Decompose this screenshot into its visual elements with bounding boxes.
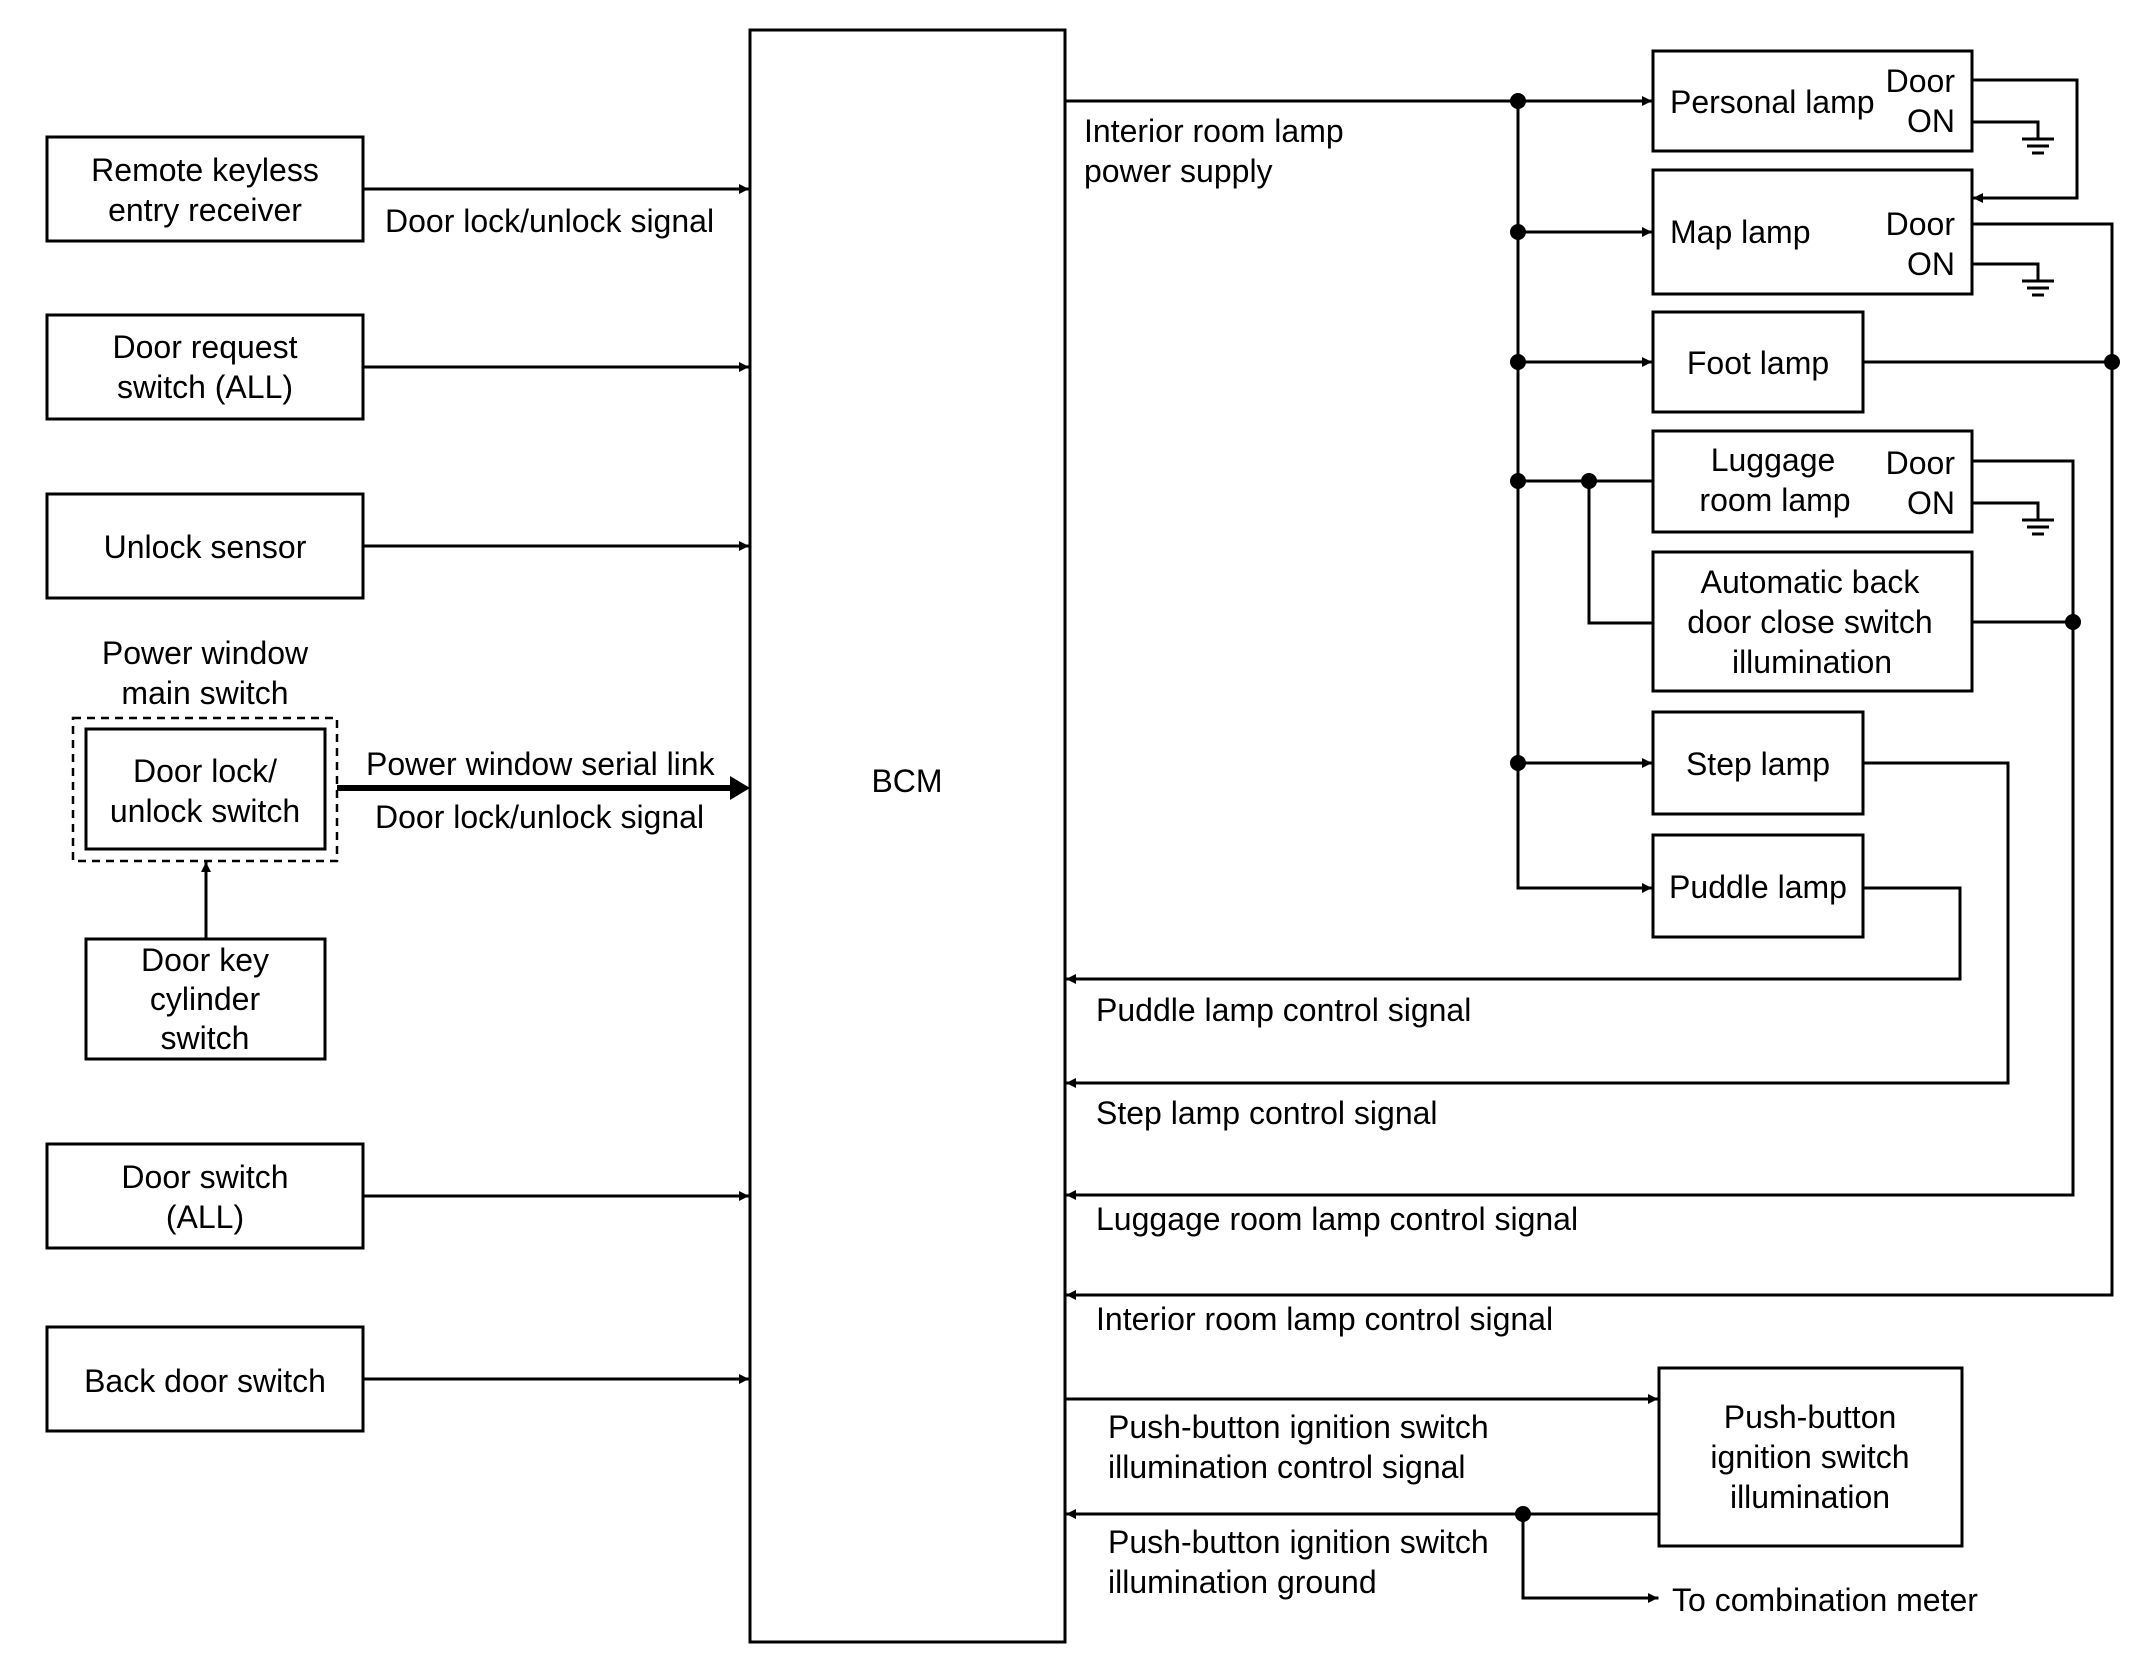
personal-lamp-box bbox=[1651, 49, 1974, 153]
door-switch-label-1: Door switch bbox=[121, 1159, 288, 1195]
map-ground-symbol bbox=[2022, 279, 2054, 297]
push-illum-ground-label-2: illumination ground bbox=[1108, 1564, 1377, 1600]
door-key-cylinder-label-1: Door key bbox=[141, 942, 269, 978]
push-illum-control-label-1: Push-button ignition switch bbox=[1108, 1409, 1489, 1445]
unlock-sensor-label: Unlock sensor bbox=[104, 529, 307, 565]
power-window-serial-link-label: Power window serial link bbox=[366, 746, 716, 782]
interior-supply-label-2: power supply bbox=[1084, 153, 1273, 189]
push-button-ignition-switch-illumination-box bbox=[1657, 1366, 1964, 1548]
auto-back-door-label-3: illumination bbox=[1732, 644, 1892, 680]
map-door-wire bbox=[1970, 222, 2114, 1297]
door-request-label-2: switch (ALL) bbox=[117, 369, 293, 405]
personal-on-ground-wire bbox=[1970, 120, 2040, 140]
auto-back-door-label-1: Automatic back bbox=[1701, 564, 1921, 600]
luggage-room-lamp-box bbox=[1651, 429, 1974, 534]
map-lamp-label: Map lamp bbox=[1670, 214, 1811, 250]
luggage-control-label: Luggage room lamp control signal bbox=[1096, 1201, 1578, 1237]
auto-back-door-label-2: door close switch bbox=[1687, 604, 1932, 640]
to-combination-meter-wire bbox=[1521, 1512, 1659, 1603]
step-lamp-box bbox=[1651, 710, 1865, 816]
luggage-on-label: ON bbox=[1907, 485, 1955, 521]
interior-supply-label-1: Interior room lamp bbox=[1084, 113, 1344, 149]
push-button-label-2: ignition switch bbox=[1710, 1439, 1909, 1475]
push-button-label-1: Push-button bbox=[1724, 1399, 1897, 1435]
personal-on-label: ON bbox=[1907, 103, 1955, 139]
to-combination-meter-label: To combination meter bbox=[1672, 1582, 1978, 1618]
luggage-lamp-label-2: room lamp bbox=[1699, 482, 1850, 518]
door-lock-switch-label-1: Door lock/ bbox=[133, 753, 277, 789]
personal-lamp-label: Personal lamp bbox=[1670, 84, 1875, 120]
luggage-lamp-label-1: Luggage bbox=[1711, 442, 1836, 478]
unlock-sensor-box bbox=[45, 492, 365, 600]
luggage-ground-symbol bbox=[2022, 518, 2054, 536]
map-door-label: Door bbox=[1886, 206, 1956, 242]
step-lamp-label: Step lamp bbox=[1686, 746, 1830, 782]
map-on-label: ON bbox=[1907, 246, 1955, 282]
branch-to-auto-back-door-wire bbox=[1587, 479, 1655, 625]
step-control-label: Step lamp control signal bbox=[1096, 1095, 1438, 1131]
door-key-cylinder-label-2: cylinder bbox=[150, 981, 261, 1017]
remote-keyless-entry-receiver-box bbox=[45, 135, 365, 243]
step-lamp-output-wire bbox=[1861, 761, 2010, 1085]
power-window-main-switch-outline bbox=[71, 716, 339, 863]
door-switch-label-2: (ALL) bbox=[166, 1199, 244, 1235]
door-lock-unlock-switch-box bbox=[84, 727, 327, 851]
luggage-door-wire bbox=[1970, 459, 2075, 1197]
power-window-serial-link-arrowhead bbox=[730, 776, 750, 800]
personal-door-label: Door bbox=[1886, 63, 1956, 99]
power-window-title-1: Power window bbox=[102, 635, 309, 671]
foot-lamp-label: Foot lamp bbox=[1687, 345, 1829, 381]
push-illum-ground-label-1: Push-button ignition switch bbox=[1108, 1524, 1489, 1560]
puddle-lamp-box bbox=[1651, 833, 1865, 939]
door-lock-switch-label-2: unlock switch bbox=[110, 793, 300, 829]
map-on-ground-wire bbox=[1970, 262, 2040, 282]
power-window-title-2: main switch bbox=[121, 675, 288, 711]
door-request-switch-box bbox=[45, 313, 365, 421]
door-lock-unlock-signal-label-2: Door lock/unlock signal bbox=[375, 799, 704, 835]
remote-keyless-label-2: entry receiver bbox=[108, 192, 302, 228]
puddle-lamp-output-wire bbox=[1861, 886, 1962, 981]
push-illum-control-label-2: illumination control signal bbox=[1108, 1449, 1466, 1485]
junction-dots bbox=[1510, 93, 2120, 1522]
puddle-lamp-label: Puddle lamp bbox=[1669, 869, 1847, 905]
door-key-cylinder-label-3: switch bbox=[161, 1020, 250, 1056]
door-switch-box bbox=[45, 1142, 365, 1250]
bcm-block bbox=[748, 28, 1067, 1644]
auto-back-door-close-switch-illumination-box bbox=[1651, 550, 1974, 693]
puddle-control-label: Puddle lamp control signal bbox=[1096, 992, 1471, 1028]
back-door-switch-label: Back door switch bbox=[84, 1363, 326, 1399]
luggage-on-ground-wire bbox=[1970, 501, 2040, 521]
personal-door-wire bbox=[1970, 78, 2079, 203]
luggage-door-label: Door bbox=[1886, 445, 1956, 481]
remote-keyless-label-1: Remote keyless bbox=[91, 152, 319, 188]
door-request-label-1: Door request bbox=[113, 329, 298, 365]
personal-ground-symbol bbox=[2022, 137, 2054, 155]
door-lock-unlock-signal-label: Door lock/unlock signal bbox=[385, 203, 714, 239]
back-door-switch-box bbox=[45, 1325, 365, 1433]
map-lamp-box bbox=[1651, 168, 1974, 296]
bcm-label: BCM bbox=[871, 763, 942, 799]
push-button-label-3: illumination bbox=[1730, 1479, 1890, 1515]
interior-control-label: Interior room lamp control signal bbox=[1096, 1301, 1553, 1337]
